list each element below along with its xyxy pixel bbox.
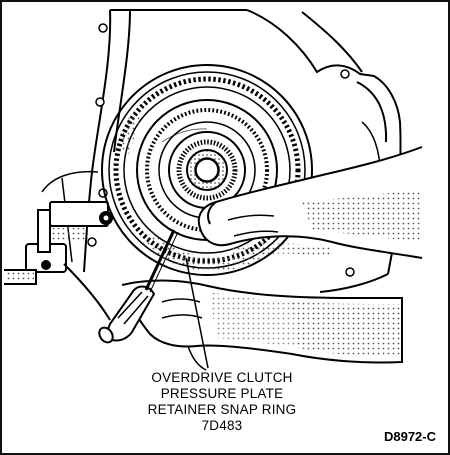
upper-hand-shading [232,190,420,258]
callout-line-3: RETAINER SNAP RING [147,402,297,417]
figure-id: D8972-C [383,429,436,444]
clutch-shading [120,112,272,272]
callout-part-number: 7D483 [201,418,243,433]
callout-line-2: PRESSURE PLATE [160,386,284,401]
clutch-hub [161,128,226,189]
shift-linkage [4,201,113,321]
callout-line-1: OVERDRIVE CLUTCH [151,370,293,385]
forearm-shading [210,292,400,357]
case-bolts [87,23,355,277]
transmission-case [41,9,402,293]
snap-ring-callout: OVERDRIVE CLUTCH PRESSURE PLATE RETAINER… [97,370,347,434]
linkage-shading [6,228,88,282]
callout-leader-line [185,257,209,369]
screwdriver [98,229,179,344]
